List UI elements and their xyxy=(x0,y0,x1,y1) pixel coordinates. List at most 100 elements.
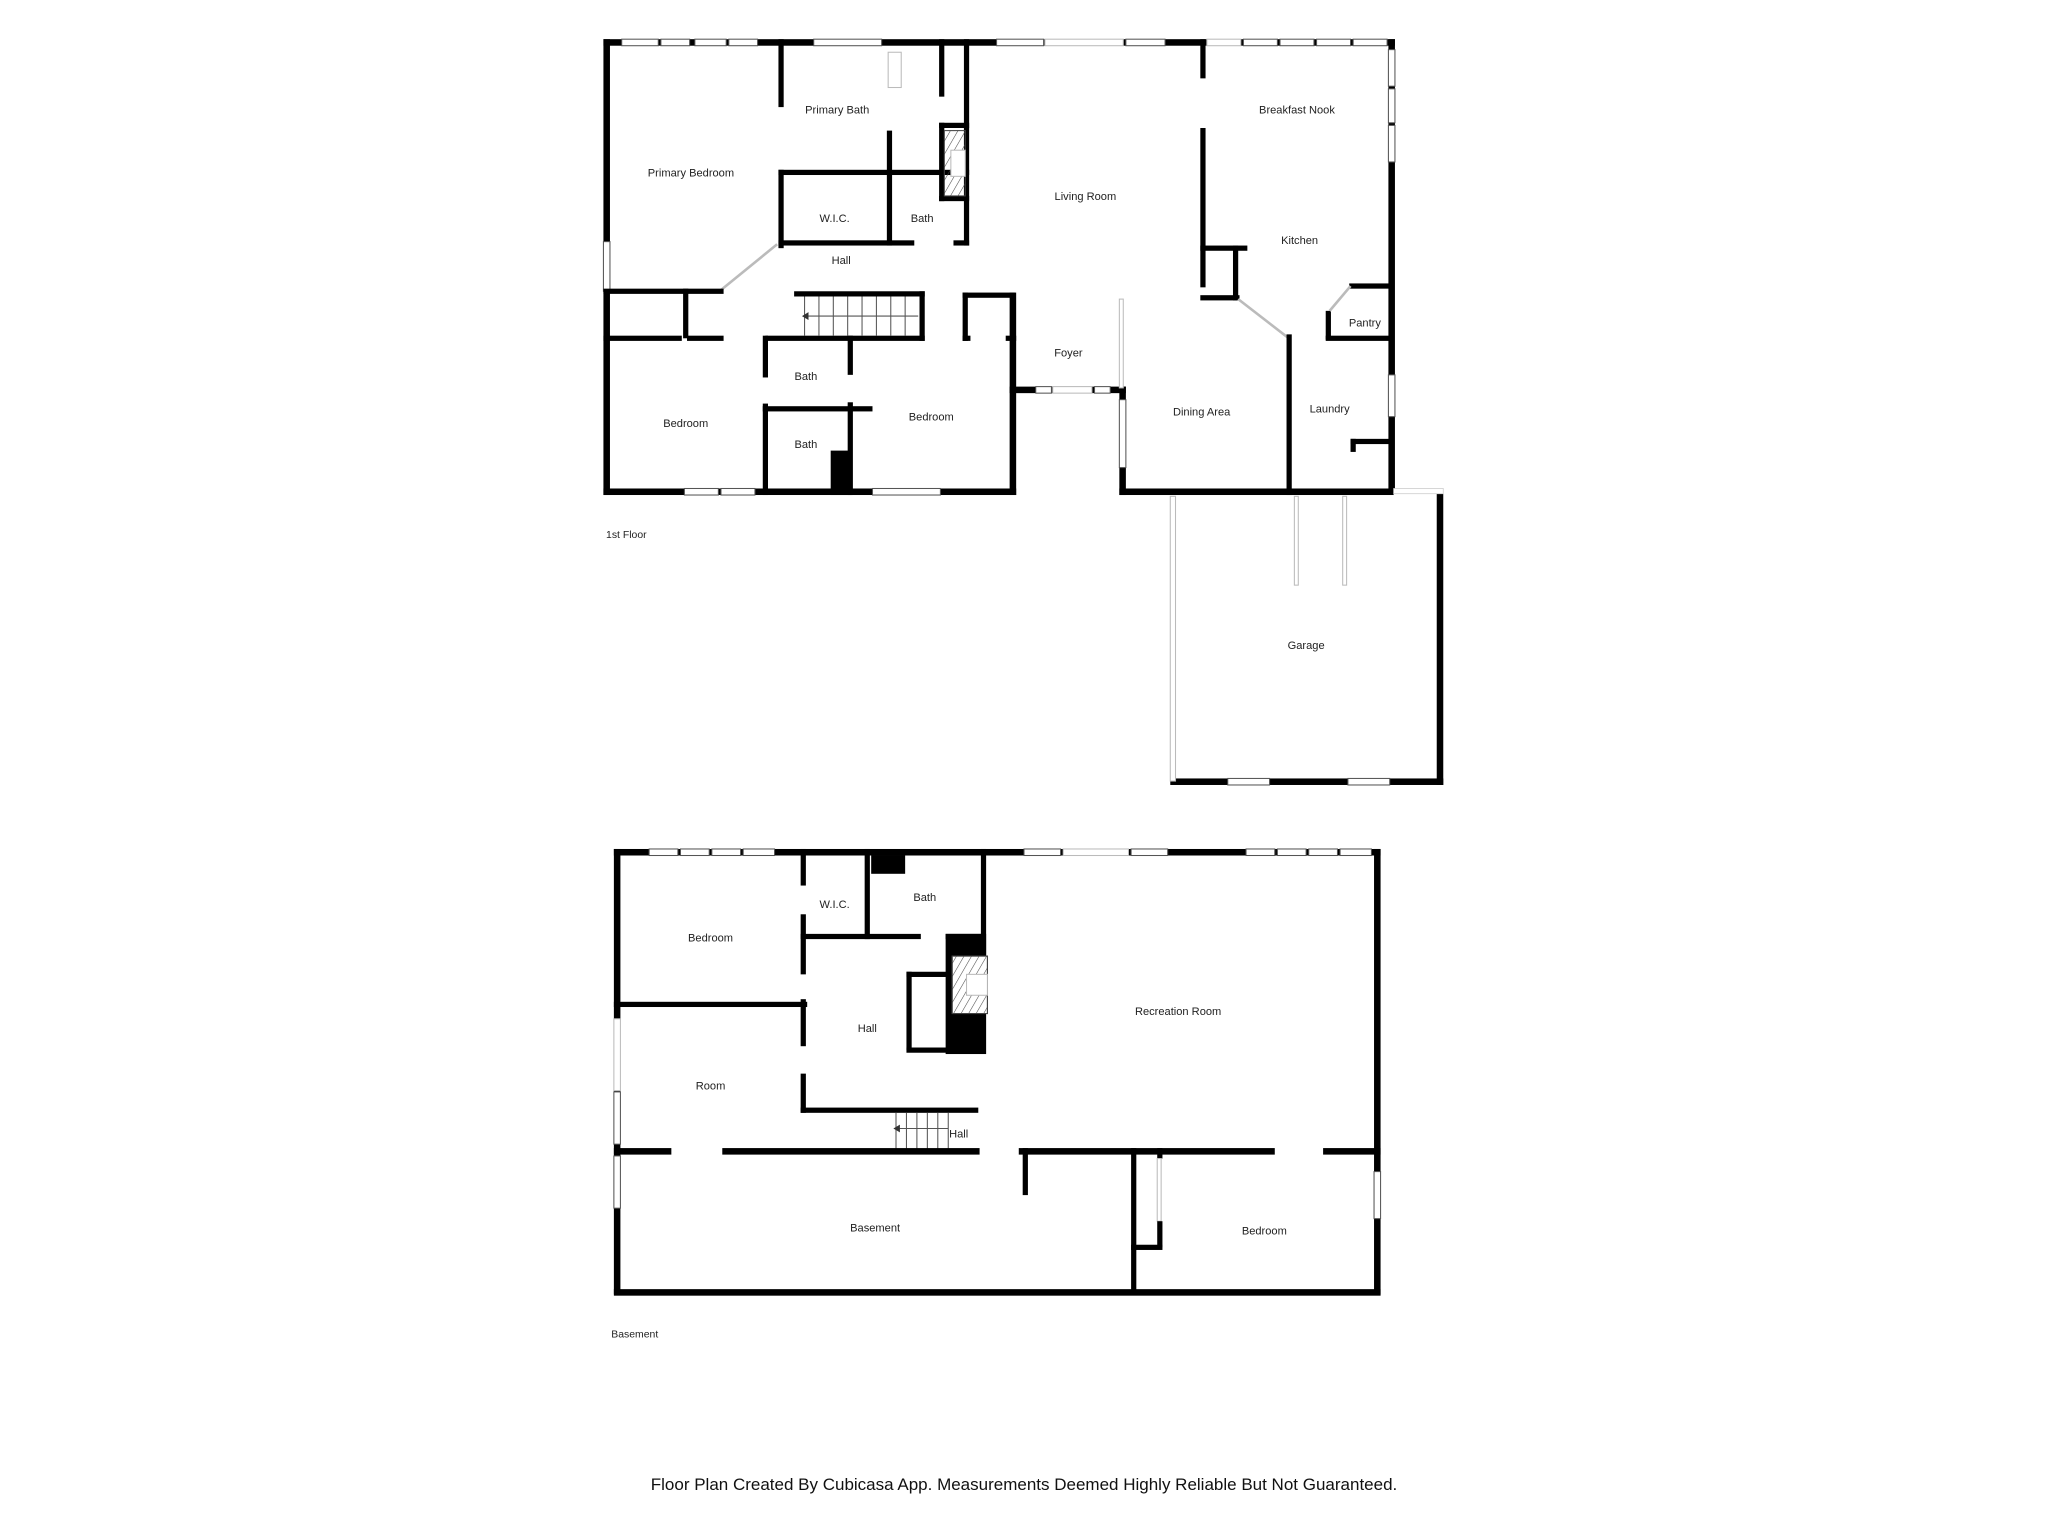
room-label: Living Room xyxy=(1055,191,1117,203)
wall xyxy=(1436,488,1444,785)
wall xyxy=(613,1148,672,1155)
basement-floor-plan: Bedroom W.I.C. Bath Hall Recreation Room… xyxy=(611,848,1382,1340)
wall xyxy=(1009,292,1017,496)
stair-arrow-icon xyxy=(801,312,809,320)
garage-post xyxy=(1293,495,1299,586)
wall xyxy=(1374,848,1381,1295)
wall xyxy=(800,1073,806,1113)
wall xyxy=(1157,1148,1163,1159)
wall xyxy=(603,335,682,341)
window xyxy=(1227,777,1271,786)
window xyxy=(1245,848,1276,857)
wall xyxy=(603,288,724,294)
room-label: Bedroom xyxy=(688,933,733,945)
wall xyxy=(800,848,806,886)
hall-opening xyxy=(720,243,778,291)
wall xyxy=(871,855,906,874)
window xyxy=(711,848,742,857)
window xyxy=(648,848,679,857)
window xyxy=(1387,374,1396,418)
wall xyxy=(1232,245,1239,301)
wall xyxy=(1349,283,1394,289)
opening xyxy=(1044,38,1124,47)
window xyxy=(1118,399,1127,469)
window xyxy=(720,487,756,496)
room-label: Foyer xyxy=(1054,348,1083,360)
window xyxy=(683,487,719,496)
window xyxy=(996,38,1045,47)
room-label: Bedroom xyxy=(1242,1225,1287,1237)
wall xyxy=(1323,1148,1381,1155)
window xyxy=(602,241,611,292)
room-label: Bath xyxy=(794,439,817,451)
window xyxy=(1023,848,1062,857)
wall xyxy=(939,195,970,202)
wall xyxy=(613,1289,1381,1296)
kitchen-opening xyxy=(1237,298,1292,341)
room-label: Bedroom xyxy=(909,412,954,424)
window xyxy=(1094,386,1111,394)
wall xyxy=(906,971,949,977)
opening xyxy=(613,1018,621,1092)
wall xyxy=(962,292,968,341)
wall xyxy=(919,291,925,341)
wall xyxy=(778,169,784,249)
wall xyxy=(939,122,970,128)
wall xyxy=(762,403,768,496)
wall xyxy=(778,240,915,246)
wall xyxy=(800,1107,979,1113)
room-label: Bedroom xyxy=(663,418,708,430)
window xyxy=(1316,38,1352,47)
window xyxy=(1276,848,1307,857)
wall xyxy=(847,335,853,375)
wall xyxy=(687,335,724,341)
window xyxy=(1279,38,1315,47)
room-label: Hall xyxy=(858,1023,877,1035)
wall xyxy=(1131,1244,1163,1250)
room-label: Recreation Room xyxy=(1135,1006,1221,1018)
window xyxy=(728,38,759,47)
wall xyxy=(1200,128,1206,288)
room-label: Bath xyxy=(911,213,934,225)
sidelight xyxy=(1118,298,1124,389)
room-label: Laundry xyxy=(1310,404,1351,416)
window xyxy=(1387,124,1396,163)
wall xyxy=(794,291,925,297)
window xyxy=(871,487,941,496)
stair-arrow-icon xyxy=(893,1124,900,1133)
wall xyxy=(847,402,853,496)
wall xyxy=(683,288,689,339)
staircase xyxy=(893,1112,949,1150)
window xyxy=(1035,386,1052,394)
wall xyxy=(1388,39,1395,494)
wall xyxy=(778,39,784,108)
wall xyxy=(1200,39,1206,79)
wall xyxy=(603,488,1017,496)
opening xyxy=(1206,38,1242,47)
window xyxy=(813,38,883,47)
room-label: Kitchen xyxy=(1281,235,1318,247)
wall xyxy=(613,848,1381,856)
window xyxy=(613,1091,621,1145)
closet-door xyxy=(1156,1158,1162,1222)
fireplace-insert xyxy=(950,149,966,177)
room-label: Bath xyxy=(913,892,936,904)
room-label: Dining Area xyxy=(1173,406,1231,418)
room-label: Primary Bedroom xyxy=(648,167,734,179)
garage-door xyxy=(1169,495,1177,782)
wall xyxy=(906,971,912,1051)
wall xyxy=(1018,1148,1275,1155)
wall xyxy=(778,169,970,176)
wall xyxy=(1131,1148,1137,1295)
wall xyxy=(963,39,970,246)
wall xyxy=(722,1148,980,1155)
wall xyxy=(953,240,970,246)
window xyxy=(742,848,776,857)
window xyxy=(613,1155,621,1209)
staircase xyxy=(801,296,919,336)
room-label: Bath xyxy=(794,371,817,383)
window xyxy=(1339,848,1372,857)
wall xyxy=(800,914,806,975)
wall xyxy=(1170,778,1444,785)
